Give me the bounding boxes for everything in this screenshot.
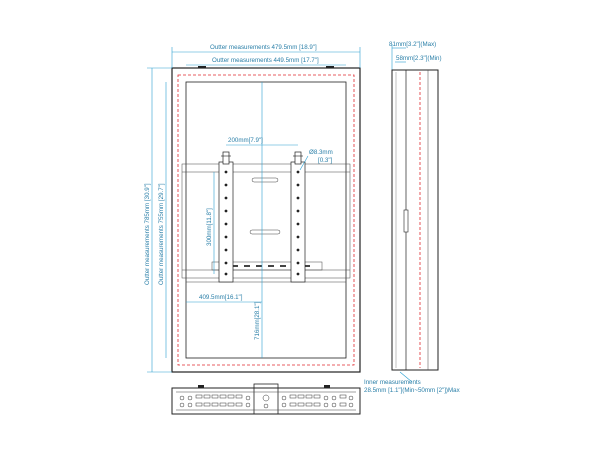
bottom-rail — [211, 261, 323, 271]
side-view — [391, 69, 439, 371]
inner-measurements-label: Inner measurements — [364, 379, 421, 386]
dimension-lines — [147, 44, 413, 383]
plate-slot-top — [251, 177, 279, 183]
depth-max-label: 81mm[3.2"](Max) — [389, 41, 436, 48]
top-tab-right — [326, 66, 334, 69]
plate-slot-mid — [249, 229, 281, 235]
top-tab-left — [198, 66, 206, 69]
center-x-label: 409.5mm[16.1"] — [199, 294, 243, 301]
bottom-view — [171, 383, 361, 415]
mounting-plate — [181, 163, 351, 279]
inner-range-label: 28.5mm [1.1"](Min~50mm [2"])Max — [364, 387, 461, 394]
hole-diameter-inch-label: [0.3"] — [318, 157, 333, 164]
vesa-width-label: 200mm[7.9"] — [228, 137, 263, 144]
center-y-label: 716mm[28.1"] — [254, 301, 261, 340]
right-bracket — [290, 151, 306, 283]
front-view — [171, 66, 361, 373]
outer-height-label-a: Outter measurements 785mm [30.9"] — [144, 183, 151, 285]
outer-frame — [171, 67, 361, 373]
outer-width-label-b: Outter measurements 449.5mm [17.7"] — [212, 57, 319, 64]
depth-min-label: 58mm[2.3"](Min) — [396, 55, 442, 62]
vesa-height-label: 300mm[11.8"] — [206, 208, 213, 246]
outer-height-label-b: Outter measurements 755mm [29.7"] — [158, 183, 165, 285]
outer-width-label-a: Outter measurements 479.5mm [18.9"] — [210, 44, 317, 51]
inner-dashed-outline — [177, 74, 355, 366]
hole-diameter-label: Ø8.3mm — [309, 149, 333, 156]
left-bracket — [218, 151, 234, 283]
inner-frame — [185, 81, 347, 359]
